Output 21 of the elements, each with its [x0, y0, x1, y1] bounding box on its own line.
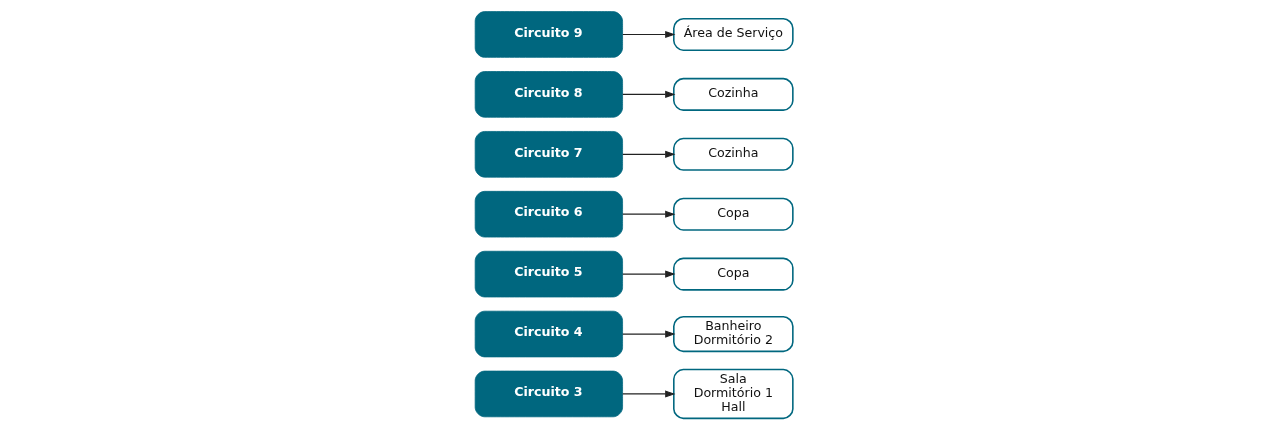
arrow — [621, 330, 675, 338]
node-box: Circuito 4 — [474, 310, 623, 358]
arrow — [621, 150, 675, 158]
node-box: Circuito 6 — [474, 190, 623, 238]
node-box: Sala Dormitório 1 Hall — [672, 368, 794, 420]
arrow — [621, 30, 675, 39]
node-box: Circuito 3 — [474, 370, 623, 418]
node-box: Circuito 8 — [474, 71, 623, 118]
node-box: Área de Serviço — [672, 17, 794, 52]
node-box: Copa — [672, 257, 794, 291]
node-box: Circuito 5 — [474, 250, 623, 298]
arrow — [621, 90, 675, 98]
arrow — [621, 210, 675, 218]
node-box: Cozinha — [672, 77, 794, 111]
arrow — [621, 390, 675, 398]
node-box: Cozinha — [672, 137, 794, 171]
node-box: Circuito 7 — [474, 131, 623, 178]
node-box: Copa — [672, 197, 794, 231]
node-box: Banheiro Dormitório 2 — [672, 315, 794, 353]
node-box: Circuito 9 — [474, 11, 623, 58]
arrow — [621, 270, 675, 278]
